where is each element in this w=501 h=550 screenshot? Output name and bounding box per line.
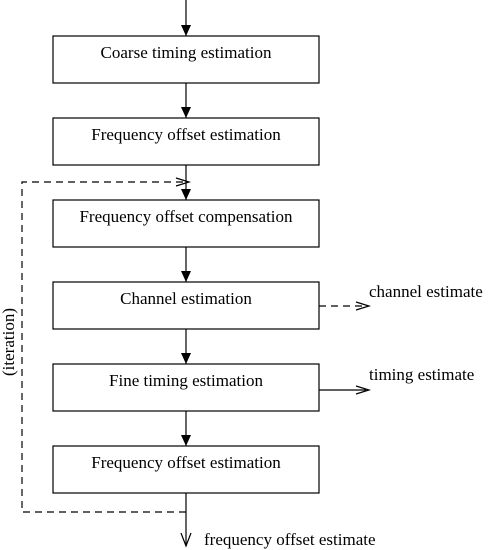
output-timing-label: timing estimate bbox=[369, 365, 474, 384]
arrow-4-5-head bbox=[181, 353, 191, 364]
block-frequency-offset-estimation-2 bbox=[52, 445, 320, 494]
arrow-2-3-head bbox=[181, 189, 191, 200]
block-frequency-offset-estimation-1 bbox=[52, 117, 320, 166]
block-channel-estimation bbox=[52, 281, 320, 330]
block-frequency-offset-compensation-label: Frequency offset compensation bbox=[79, 207, 293, 226]
output-frequency-arrow-head bbox=[180, 532, 192, 548]
iteration-label: (iteration) bbox=[0, 308, 18, 376]
block-frequency-offset-estimation-2-label: Frequency offset estimation bbox=[91, 453, 281, 472]
block-channel-estimation-label: Channel estimation bbox=[120, 289, 252, 308]
block-fine-timing-label: Fine timing estimation bbox=[109, 371, 263, 390]
arrow-1-2-head bbox=[181, 107, 191, 118]
output-channel-label: channel estimate bbox=[369, 282, 483, 301]
block-coarse-timing-label: Coarse timing estimation bbox=[101, 43, 272, 62]
arrow-5-6-head bbox=[181, 435, 191, 446]
block-frequency-offset-compensation bbox=[52, 199, 320, 248]
arrow-3-4-head bbox=[181, 271, 191, 282]
block-frequency-offset-estimation-1-label: Frequency offset estimation bbox=[91, 125, 281, 144]
output-channel-arrow-head bbox=[355, 301, 372, 311]
output-timing-arrow-head bbox=[355, 385, 372, 395]
block-fine-timing bbox=[52, 363, 320, 412]
output-frequency-label: frequency offset estimate bbox=[204, 530, 376, 549]
iteration-loop-head bbox=[175, 177, 192, 187]
input-arrow-head bbox=[181, 25, 191, 36]
iteration-loop bbox=[21, 181, 186, 513]
